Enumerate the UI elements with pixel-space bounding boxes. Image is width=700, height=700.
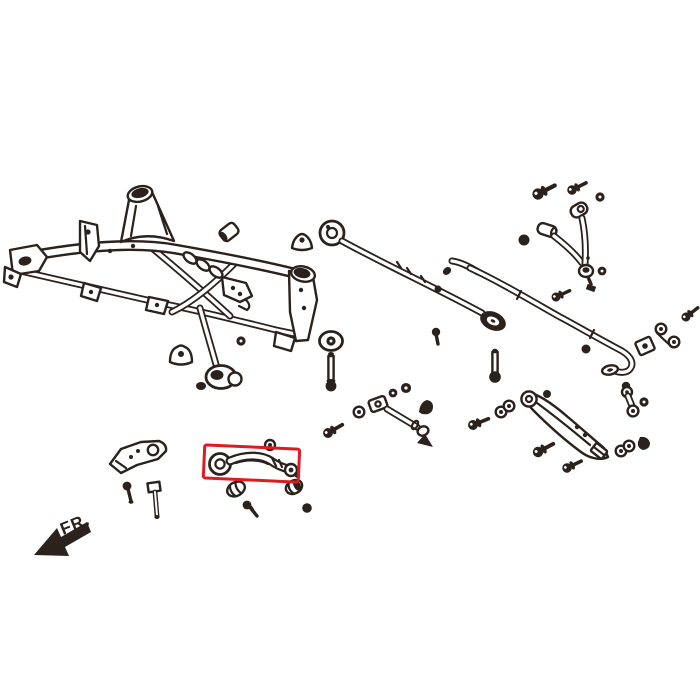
rear-camber-arm-drawing xyxy=(208,451,301,478)
subframe-tabs xyxy=(79,243,170,316)
subframe-flag-bracket xyxy=(78,219,101,263)
camber-washer xyxy=(302,503,312,513)
arrow-shape xyxy=(34,522,91,556)
lower-control-arm-drawing xyxy=(520,390,650,477)
center-fasteners xyxy=(168,327,591,392)
washer-dot xyxy=(581,344,591,354)
subframe-beam-slots xyxy=(182,251,224,279)
highlight-box xyxy=(201,443,302,484)
vertical-bolt xyxy=(489,348,501,383)
bushing-ring xyxy=(502,399,516,413)
stabilizer-bushing-bracket xyxy=(634,302,700,357)
pellet-nut xyxy=(236,336,246,346)
rubber-stop xyxy=(518,234,530,246)
bushing-ring xyxy=(622,439,636,453)
toe-arm-drawing xyxy=(352,382,516,447)
stabilizer-end-link-drawing xyxy=(620,381,649,418)
subframe-barrel-bushing xyxy=(218,221,240,243)
toe-arm-nut xyxy=(388,388,398,398)
cone-nut xyxy=(290,232,314,252)
stabilizer-bar-drawing xyxy=(442,257,636,376)
subframe-tower xyxy=(119,184,176,244)
small-bolt xyxy=(431,327,441,346)
subframe-right-mount xyxy=(272,265,319,353)
upper-control-arm-drawing xyxy=(518,176,607,305)
subframe-center-bracket xyxy=(220,275,254,312)
ball-joint-washer xyxy=(597,266,607,276)
subframe-left-mount xyxy=(2,243,49,289)
toe-arm-nut xyxy=(400,382,412,394)
toe-arm-bushing xyxy=(352,405,366,419)
bracket-small-bolt xyxy=(122,481,134,504)
dome-bushing xyxy=(168,344,194,366)
grommet xyxy=(318,330,344,352)
subframe-foot-bushing xyxy=(196,364,243,390)
end-link-nut xyxy=(639,397,649,407)
grommet-bolt xyxy=(325,352,337,392)
ball-joint-boot xyxy=(419,400,433,415)
upper-arm-nut xyxy=(595,192,605,202)
rear-subframe-drawing xyxy=(2,184,319,390)
lateral-rod-drawing xyxy=(318,219,506,331)
rubber-blob xyxy=(637,436,650,450)
bracket-long-bolt xyxy=(146,480,162,519)
camber-bolt xyxy=(242,500,259,518)
bracket-plate-drawing xyxy=(108,439,168,519)
